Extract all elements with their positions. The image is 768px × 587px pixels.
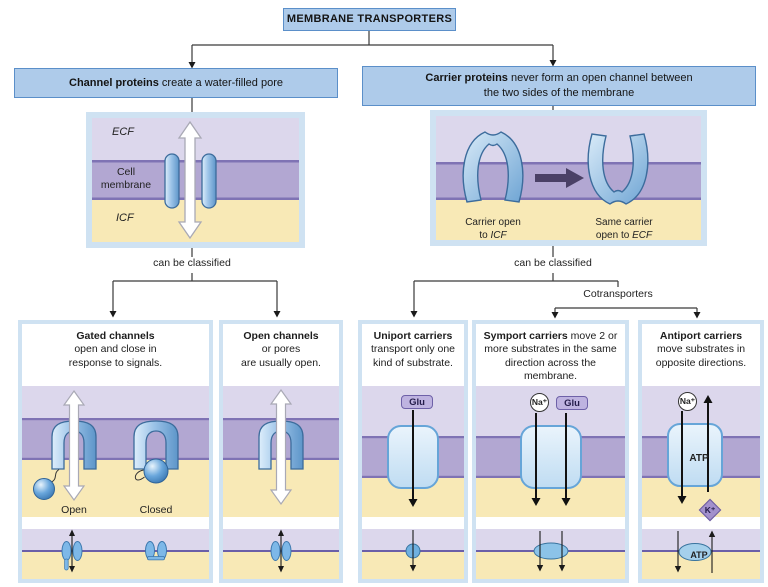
node-channel-proteins: Channel proteins create a water-filled p… bbox=[14, 68, 338, 98]
arrowhead-icon bbox=[109, 311, 117, 318]
uniport-graphic bbox=[362, 386, 464, 579]
symport-carrier-shape bbox=[520, 425, 582, 489]
mini-gate-tail bbox=[64, 558, 69, 571]
na-badge: Na⁺ bbox=[530, 393, 549, 412]
arrowhead-icon bbox=[561, 498, 571, 506]
cell-membrane-label: Cell membrane bbox=[100, 166, 152, 192]
carrier-heading: Carrier proteins never form an open chan… bbox=[425, 72, 693, 99]
classify-label-right: can be classified bbox=[514, 257, 592, 269]
arrowhead-icon bbox=[273, 311, 281, 318]
gate-tether bbox=[134, 469, 145, 481]
figure-carrier-protein: Carrier open to ICF Same carrier open to… bbox=[430, 110, 707, 246]
gate-tether bbox=[51, 469, 60, 483]
na-badge: Na⁺ bbox=[678, 392, 697, 411]
arrowhead-icon bbox=[278, 529, 284, 536]
root-node-label: MEMBRANE TRANSPORTERS bbox=[286, 13, 453, 26]
channel-figure-graphic bbox=[92, 118, 299, 242]
arrowhead-icon bbox=[677, 496, 687, 504]
gated-channel-open-shape bbox=[51, 420, 97, 470]
cotransporters-label: Cotransporters bbox=[583, 288, 653, 300]
antiport-graphic bbox=[642, 386, 760, 579]
conformation-change-arrow-icon bbox=[535, 168, 584, 188]
arrowhead-icon bbox=[278, 566, 284, 573]
carrier-open-ecf-caption: Same carrier open to ECF bbox=[595, 217, 653, 241]
carrier-open-icf-caption: Carrier open to ICF bbox=[465, 217, 521, 241]
arrowhead-icon bbox=[410, 311, 418, 318]
arrowhead-icon bbox=[708, 530, 716, 537]
two-way-transport-arrow-icon bbox=[177, 120, 203, 240]
arrowhead-icon bbox=[693, 312, 701, 319]
mini-channel-icon bbox=[270, 541, 281, 561]
two-way-transport-arrow-icon bbox=[269, 388, 293, 506]
open-channel-shape bbox=[258, 420, 304, 470]
node-carrier-proteins: Carrier proteins never form an open chan… bbox=[362, 66, 756, 106]
ecf-label: ECF bbox=[112, 126, 134, 138]
two-way-transport-arrow-icon bbox=[62, 389, 86, 502]
channel-heading: Channel proteins create a water-filled p… bbox=[69, 76, 283, 89]
open-state-label: Open bbox=[61, 504, 87, 516]
panel-symport-carriers: Symport carriers move 2 or more substrat… bbox=[472, 320, 629, 583]
carrier-figure-graphic bbox=[436, 116, 701, 240]
atp-label: ATP bbox=[689, 453, 709, 464]
mini-channel-icon bbox=[281, 541, 292, 561]
mini-carrier-icon bbox=[533, 542, 569, 560]
arrowhead-icon bbox=[674, 566, 682, 573]
arrowhead-icon bbox=[558, 565, 566, 572]
carrier-open-icf-shape bbox=[462, 131, 524, 203]
icf-region bbox=[436, 200, 701, 240]
symport-graphic bbox=[476, 386, 625, 579]
mini-channel-icon bbox=[72, 541, 83, 561]
arrowhead-icon bbox=[549, 60, 557, 67]
glu-badge: Glu bbox=[401, 395, 433, 409]
carrier-open-ecf-shape bbox=[587, 133, 649, 205]
root-node-membrane-transporters: MEMBRANE TRANSPORTERS bbox=[283, 8, 456, 31]
arrowhead-icon bbox=[69, 529, 75, 536]
figure-channel-inner: ECF Cell membrane ICF bbox=[92, 118, 299, 242]
mini-channel-icon bbox=[61, 541, 72, 561]
arrowhead-icon bbox=[703, 395, 713, 403]
atp-bottom-label: ATP bbox=[690, 550, 708, 560]
arrowhead-icon bbox=[536, 565, 544, 572]
panel-symport-inner: Symport carriers move 2 or more substrat… bbox=[476, 324, 625, 579]
arrowhead-icon bbox=[409, 565, 417, 572]
arrowhead-icon bbox=[69, 566, 75, 573]
open-channels-graphic bbox=[223, 386, 339, 579]
icf-label: ICF bbox=[116, 212, 134, 224]
gated-channels-graphic: Open Closed bbox=[22, 386, 209, 579]
figure-carrier-inner: Carrier open to ICF Same carrier open to… bbox=[436, 116, 701, 241]
arrowhead-icon bbox=[551, 312, 559, 319]
classify-label-left: can be classified bbox=[153, 257, 231, 269]
mini-carrier-icon bbox=[678, 543, 712, 561]
gate-ball-icon bbox=[33, 478, 55, 500]
channel-protein-subunit bbox=[164, 153, 180, 209]
arrowhead-icon bbox=[188, 62, 196, 69]
gate-ball-icon bbox=[143, 458, 169, 484]
glu-badge: Glu bbox=[556, 396, 588, 410]
channel-protein-subunit bbox=[201, 153, 217, 209]
figure-channel-protein: ECF Cell membrane ICF bbox=[86, 112, 305, 248]
arrowhead-icon bbox=[408, 499, 418, 507]
panel-symport-title: Symport carriers move 2 or more substrat… bbox=[476, 324, 625, 386]
mini-gate-closed-bar bbox=[147, 556, 165, 561]
closed-state-label: Closed bbox=[140, 504, 173, 516]
arrowhead-icon bbox=[531, 498, 541, 506]
